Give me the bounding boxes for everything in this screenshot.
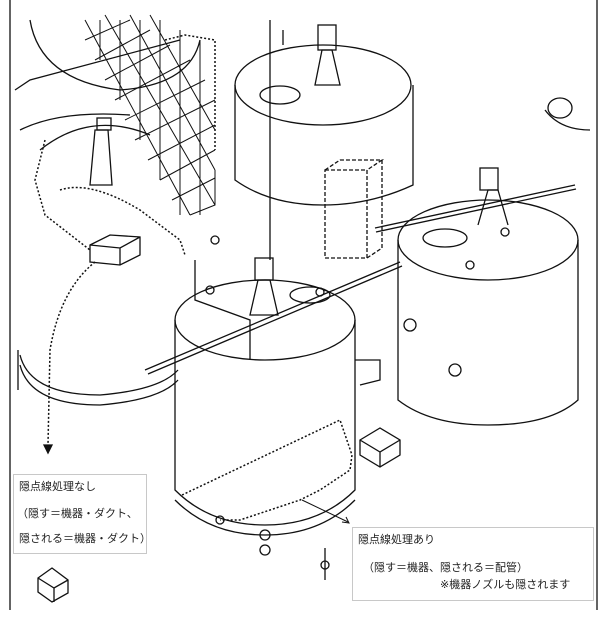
equipment-box-center xyxy=(359,427,401,468)
arrow-head xyxy=(42,444,54,455)
piping xyxy=(14,39,591,390)
hidden-lines xyxy=(34,34,353,521)
label-without-hidden-line: 隠点線処理なし （隠す＝機器・ダクト、 隠される＝機器・ダクト） xyxy=(13,474,151,554)
staircase xyxy=(84,14,216,216)
label-with-hidden-line: 隠点線処理あり （隠す＝機器、隠される＝配管） ※機器ノズルも隠されます xyxy=(352,527,594,601)
hidden-box-outline xyxy=(324,169,368,259)
label-note: ※機器ノズルも隠されます xyxy=(440,578,571,591)
tank-left xyxy=(19,117,179,406)
label-title: 隠点線処理なし xyxy=(19,480,96,493)
label-title: 隠点線処理あり xyxy=(358,533,435,546)
equipment-box-left xyxy=(89,234,141,266)
leader-line xyxy=(301,499,349,523)
equipment-box-bottom xyxy=(37,567,69,603)
tank-right xyxy=(397,167,579,426)
valves xyxy=(205,227,510,580)
label-line2: 隠される＝機器・ダクト） xyxy=(19,532,151,545)
tank-top-center xyxy=(234,20,414,260)
label-line1: （隠す＝機器、隠される＝配管） xyxy=(363,561,528,574)
tank-front xyxy=(174,257,356,536)
label-line1: （隠す＝機器・ダクト、 xyxy=(17,507,138,520)
